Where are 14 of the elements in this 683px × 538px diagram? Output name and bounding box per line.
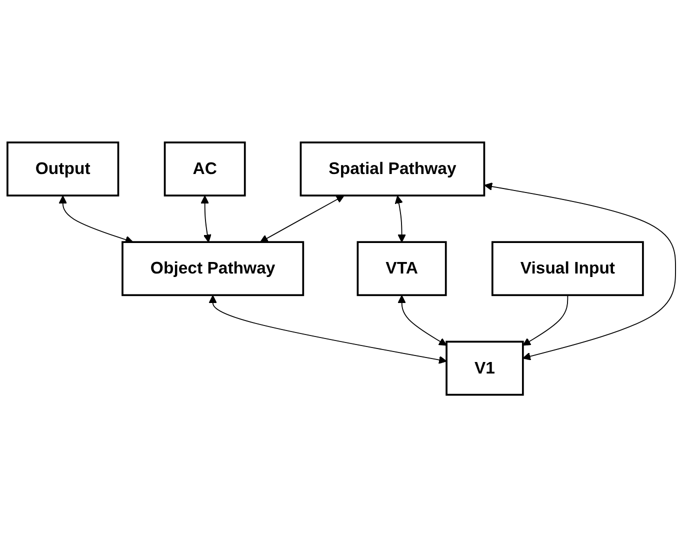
node-box: AC	[164, 142, 246, 197]
arrow	[398, 296, 447, 346]
arrow	[522, 295, 568, 346]
node-box: V1	[446, 341, 524, 396]
arrow	[208, 296, 447, 364]
arrow	[394, 196, 406, 243]
arrow	[260, 196, 344, 243]
arrow	[200, 196, 212, 243]
arrow	[484, 182, 676, 361]
node-box: VTA	[356, 242, 447, 296]
node-box: Spatial Pathway	[300, 142, 486, 197]
node-box: Output	[6, 142, 120, 197]
node-box: Visual Input	[491, 242, 644, 296]
node-box: Object Pathway	[122, 242, 304, 296]
